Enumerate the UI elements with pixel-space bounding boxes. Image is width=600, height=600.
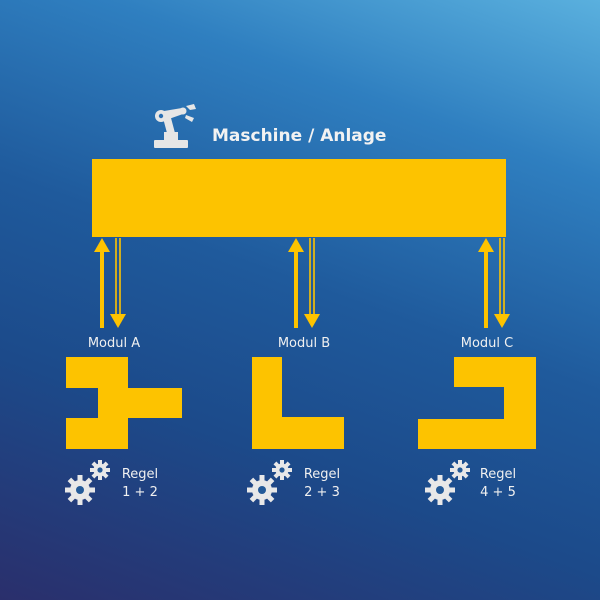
bidirectional-arrows-c [478, 238, 510, 328]
module-c-c-shape [418, 357, 536, 449]
gears-icon [65, 460, 110, 505]
module-c-label: Modul C [460, 336, 514, 351]
rule-numbers: 1 + 2 [122, 485, 158, 500]
rule-word: Regel [121, 467, 159, 482]
robot-arm-icon [154, 104, 196, 148]
module-b-l-shape [252, 357, 344, 449]
gears-icon [425, 460, 470, 505]
bidirectional-arrows-a [94, 238, 126, 328]
module-a-t-shape [66, 357, 182, 449]
module-c-rules: Regel 4 + 5 [468, 466, 528, 502]
module-b-rules: Regel 2 + 3 [292, 466, 352, 502]
rule-numbers: 2 + 3 [304, 485, 340, 500]
module-b-label: Modul B [277, 336, 331, 351]
rule-word: Regel [479, 467, 517, 482]
machine-bar [92, 159, 506, 237]
bidirectional-arrows-b [288, 238, 320, 328]
module-a-label: Modul A [87, 336, 141, 351]
machine-title: Maschine / Anlage [212, 126, 387, 146]
rule-word: Regel [303, 467, 341, 482]
gears-icon [247, 460, 292, 505]
rule-numbers: 4 + 5 [480, 485, 516, 500]
module-a-rules: Regel 1 + 2 [110, 466, 170, 502]
